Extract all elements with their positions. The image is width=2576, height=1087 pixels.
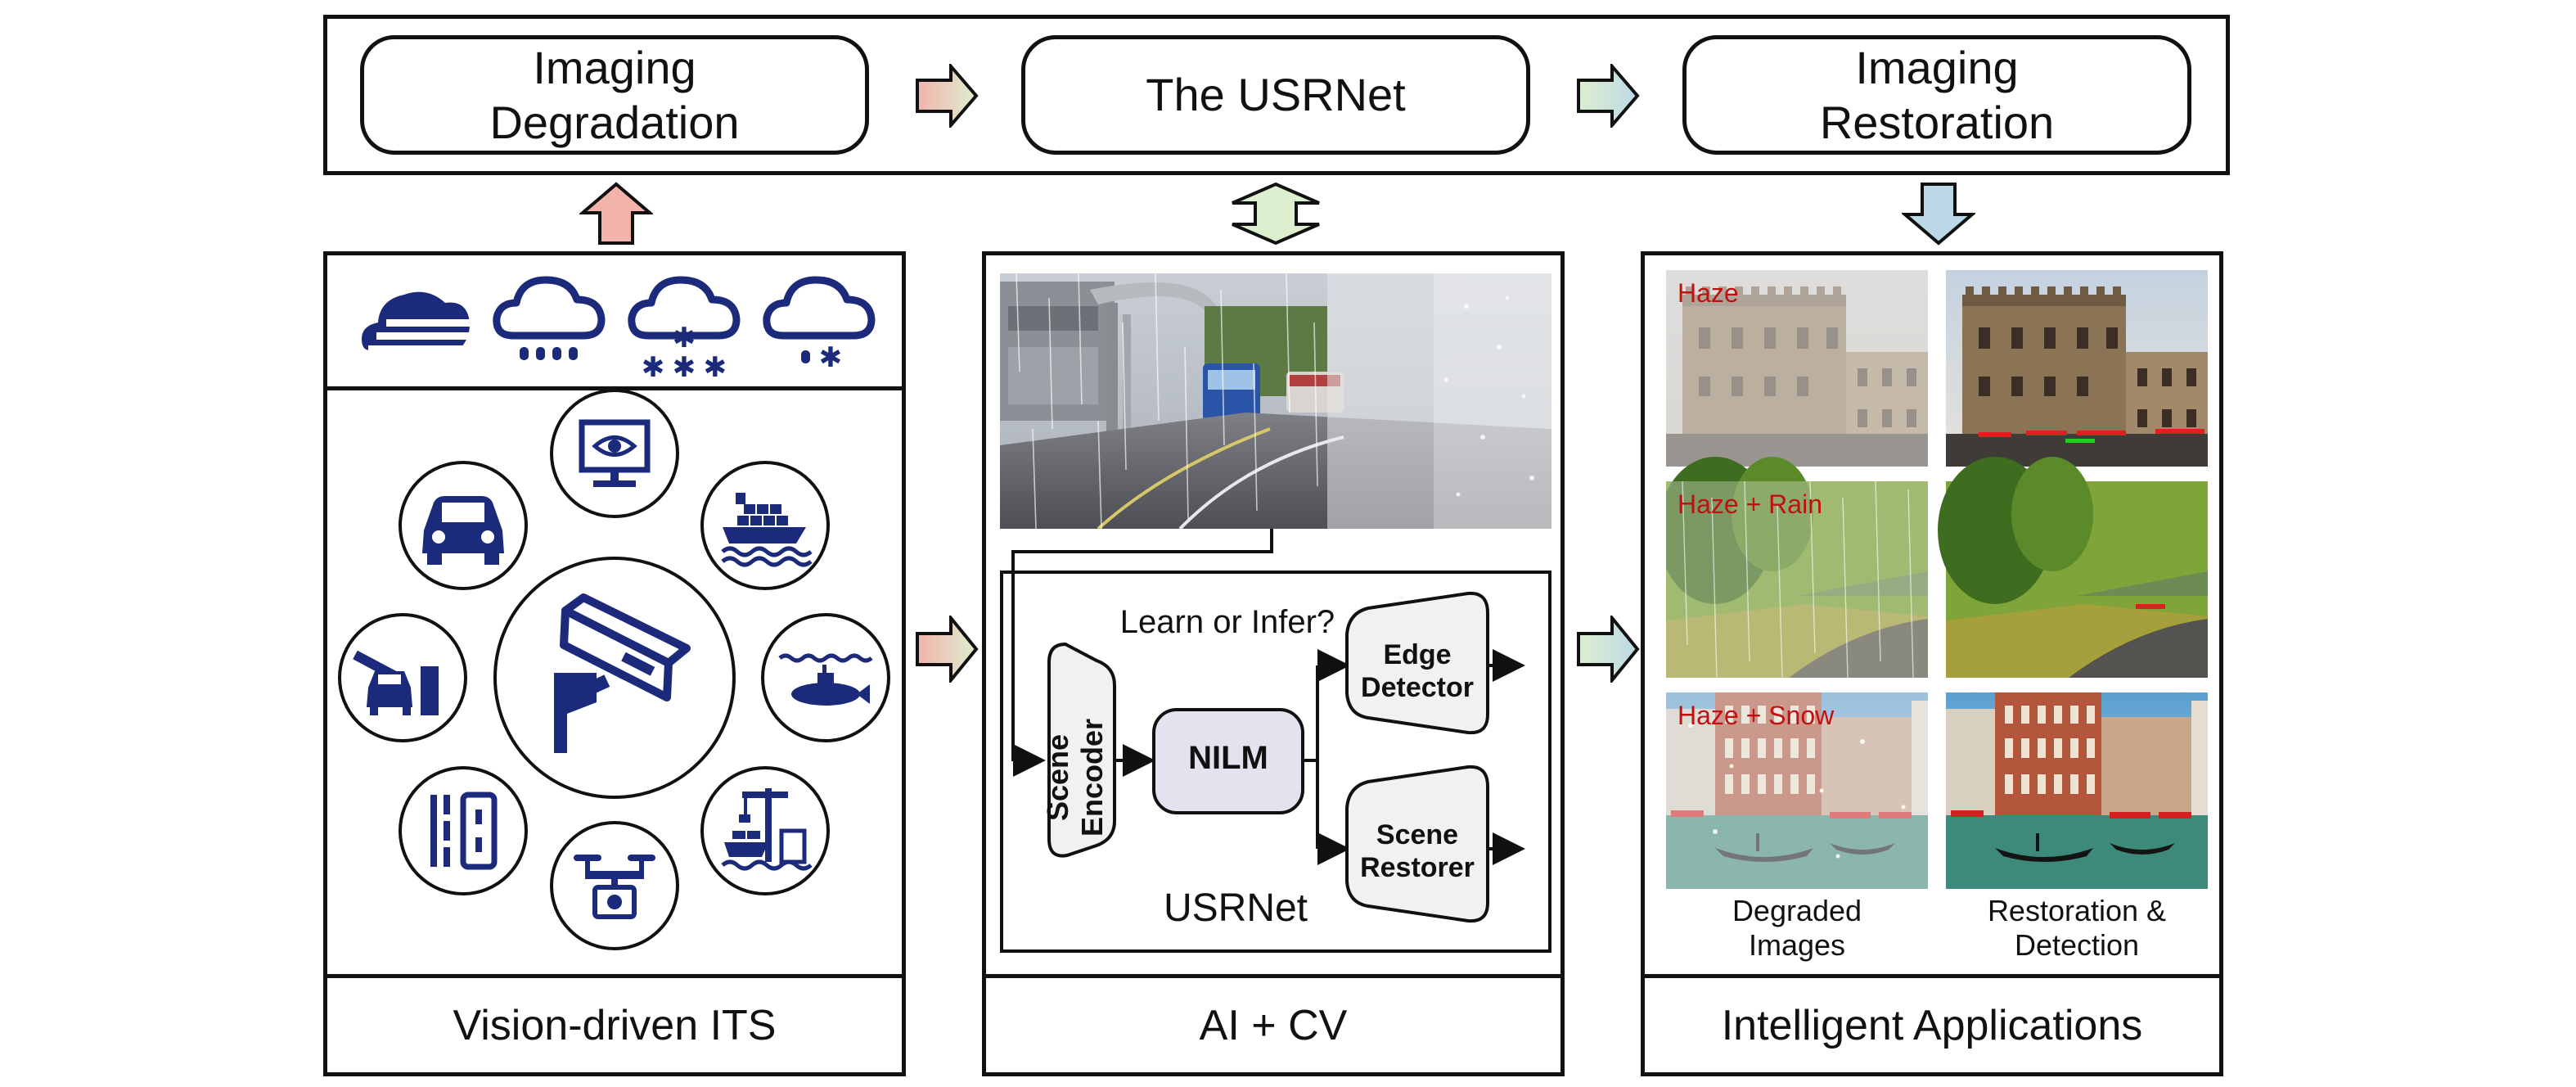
snow-cloud-icon: ✱ ✱ ✱ ✱: [628, 276, 741, 382]
arrow-usrnet-to-restoration: [1577, 64, 1640, 128]
learn-or-infer-label: Learn or Infer?: [1119, 604, 1335, 640]
stage-imaging-degradation: Imaging Degradation: [360, 35, 869, 155]
fog-cloud-icon: [362, 291, 476, 353]
ai-cv-footer-label: AI + CV: [1199, 1001, 1348, 1049]
toll-gate-car-icon: [353, 650, 439, 715]
sleet-cloud-icon: ✱: [763, 276, 876, 373]
degraded-street-photo: [1000, 273, 1551, 529]
degraded-images-caption: Degraded Images: [1732, 894, 1862, 963]
arrow-its-up: [579, 182, 653, 245]
svg-text:✱: ✱: [673, 322, 696, 354]
footer-divider: [986, 974, 1560, 978]
footer-divider: [1645, 974, 2219, 978]
haze-rain-tag: Haze + Rain: [1678, 489, 1822, 519]
svg-text:✱: ✱: [819, 342, 843, 373]
monitor-eye-icon: [579, 419, 651, 487]
surveillance-camera-icon: [554, 593, 691, 753]
usrnet-diagram: [1013, 591, 1525, 923]
scene-restorer-label: Scene Restorer: [1360, 819, 1475, 884]
photo-connector-down: [1270, 529, 1273, 552]
arrow-degradation-to-usrnet: [916, 64, 979, 128]
haze-rain-degraded-photo: [1666, 457, 1928, 679]
cargo-ship-icon: [721, 493, 813, 567]
edge-detector-label: Edge Detector: [1361, 639, 1474, 704]
footer-divider: [327, 974, 902, 978]
usrnet-box: [1000, 571, 1551, 953]
stage-the-usrnet: The USRNet: [1021, 35, 1530, 155]
arrow-its-to-ai: [916, 616, 979, 683]
usrnet-label: USRNet: [1163, 886, 1308, 930]
drone-camera-icon: [574, 855, 655, 919]
its-footer-label: Vision-driven ITS: [453, 1001, 777, 1049]
weather-row-divider: [327, 386, 902, 390]
haze-tag: Haze: [1678, 278, 1739, 308]
photo-connector-left-down: [1011, 550, 1015, 761]
haze-restored-photo: [1946, 270, 2208, 467]
apps-footer-label: Intelligent Applications: [1721, 1001, 2143, 1049]
arrow-apps-down: [1902, 183, 1975, 246]
application-photo-grid: [1666, 270, 2208, 889]
road-lanes-icon: [430, 792, 498, 870]
haze-degraded-photo: [1666, 270, 1928, 467]
svg-text:✱ ✱ ✱: ✱ ✱ ✱: [642, 352, 727, 382]
its-device-cluster: [338, 389, 890, 950]
photo-connector-horizontal: [1011, 550, 1273, 553]
weather-icons-row: ✱ ✱ ✱ ✱ ✱: [362, 276, 876, 382]
haze-snow-degraded-photo: [1666, 692, 1928, 889]
haze-snow-restored-photo: [1946, 692, 2208, 889]
rain-cloud-icon: [493, 276, 606, 360]
submarine-icon: [778, 653, 873, 706]
haze-snow-tag: Haze + Snow: [1678, 701, 1835, 730]
arrow-ai-bidirectional: [1232, 182, 1320, 246]
restoration-detection-caption: Restoration & Detection: [1987, 894, 2167, 963]
haze-rain-restored-photo: [1938, 457, 2208, 678]
nilm-label: NILM: [1188, 740, 1268, 776]
arrow-ai-to-apps: [1577, 616, 1640, 683]
vision-driven-its-panel: Vision-driven ITS: [323, 251, 906, 1076]
car-icon: [422, 496, 504, 565]
port-crane-ship-icon: [721, 788, 813, 871]
scene-encoder-label: Scene Encoder: [1041, 718, 1110, 837]
stage-imaging-restoration: Imaging Restoration: [1682, 35, 2191, 155]
